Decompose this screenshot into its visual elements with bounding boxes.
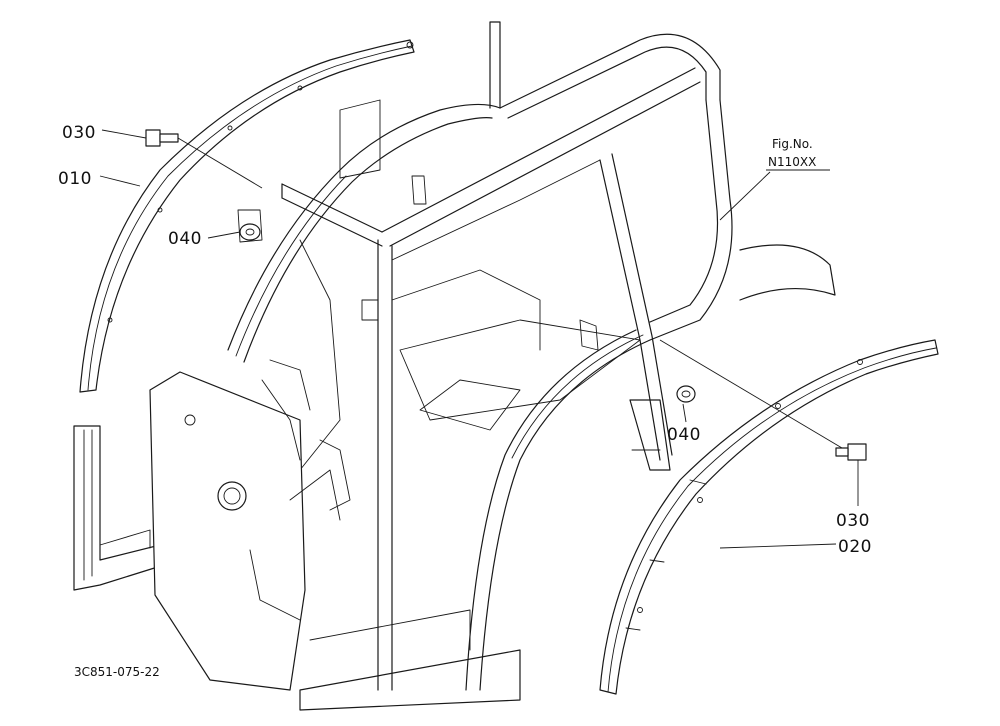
nut-040-left-icon bbox=[239, 223, 261, 241]
figure-ref-label: Fig.No. bbox=[772, 137, 813, 151]
drawing-code: 3C851-075-22 bbox=[74, 665, 160, 679]
callout-040-left: 040 bbox=[168, 229, 202, 249]
bolt-030-top-icon bbox=[145, 129, 179, 147]
callout-040-right: 040 bbox=[667, 425, 701, 445]
figure-ref-number: N110XX bbox=[768, 155, 816, 169]
callout-030-top: 030 bbox=[62, 123, 96, 143]
callout-030-bottom: 030 bbox=[836, 511, 870, 531]
callout-020: 020 bbox=[838, 537, 872, 557]
callout-010: 010 bbox=[58, 169, 92, 189]
bolt-030-bottom-icon bbox=[835, 443, 867, 461]
nut-040-right-icon bbox=[676, 385, 696, 403]
leader-lines bbox=[99, 129, 859, 549]
fender-010 bbox=[79, 39, 415, 393]
cab-frame bbox=[73, 21, 836, 711]
fender-020 bbox=[599, 339, 939, 695]
